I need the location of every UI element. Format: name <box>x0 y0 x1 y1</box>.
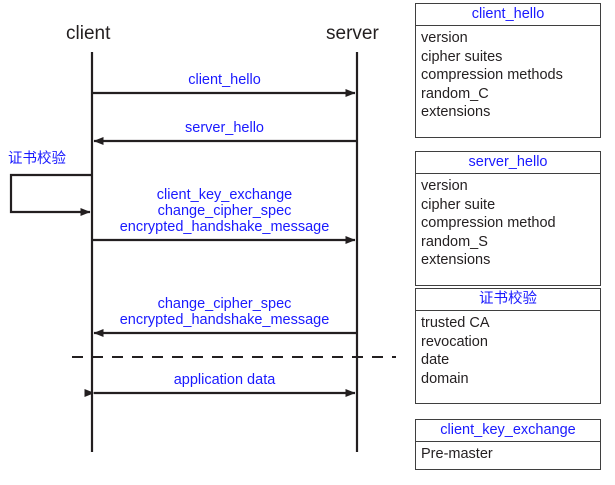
info-row: version <box>421 30 468 46</box>
info-row: domain <box>421 370 469 387</box>
client-key-exchange-box-title: client_key_exchange <box>416 420 600 442</box>
info-row: revocation <box>421 333 488 350</box>
self-message-label-certificate-verify: 证书校验 <box>8 151 66 167</box>
message-label-line: client_key_exchange <box>156 187 293 203</box>
client-key-exchange-box-body: Pre-master <box>416 442 600 466</box>
info-row: extensions <box>421 252 491 269</box>
info-row: version <box>421 178 468 194</box>
info-row: date <box>421 352 450 369</box>
message-label-line: client_hello <box>188 72 261 88</box>
message-label-line: encrypted_handshake_message <box>119 219 330 235</box>
message-label-line: change_cipher_spec <box>157 296 292 312</box>
info-row: compression method <box>421 215 556 232</box>
client-hello-box-title: client_hello <box>416 4 600 26</box>
info-row: random_S <box>421 233 488 250</box>
info-row: random_C <box>421 85 489 102</box>
info-row: extensions <box>421 104 491 121</box>
actor-label-client: client <box>66 23 111 44</box>
message-label-text-application-data: application data <box>75 372 375 388</box>
actor-label-server: server <box>326 23 379 44</box>
message-label-line: change_cipher_spec <box>157 203 292 219</box>
message-label-text-client-hello: client_hello <box>75 72 375 88</box>
info-row: cipher suites <box>421 48 503 65</box>
certificate-verify-box-title: 证书校验 <box>416 289 600 311</box>
info-row: compression methods <box>421 67 563 84</box>
message-label-text-server-hello: server_hello <box>75 120 375 136</box>
info-row: cipher suite <box>421 196 496 213</box>
server-hello-box-title: server_hello <box>416 152 600 174</box>
message-label-line: application data <box>173 372 276 388</box>
message-label-line: server_hello <box>185 120 264 136</box>
info-row: Pre-master <box>421 446 493 462</box>
info-row: trusted CA <box>421 315 490 331</box>
self-message-loop-certificate-verify <box>9 173 92 216</box>
message-label-line: encrypted_handshake_message <box>119 312 330 328</box>
